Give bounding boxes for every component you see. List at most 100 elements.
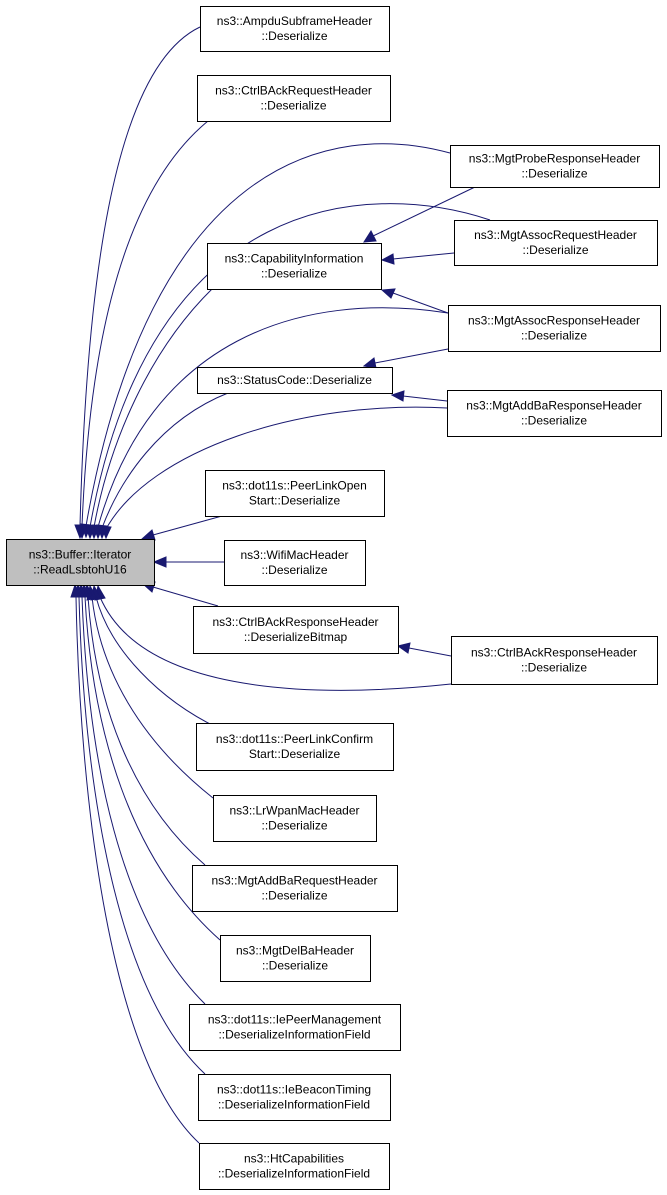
node-box [6,539,155,586]
node-label-line: ns3::MgtAssocRequestHeader [474,228,637,242]
node-ctrlbareq[interactable]: ns3::CtrlBAckRequestHeader::Deserialize [197,75,391,122]
node-label-line: ns3::StatusCode::Deserialize [217,373,372,387]
node-mgtaddbareq[interactable]: ns3::MgtAddBaRequestHeader::Deserialize [192,865,398,912]
node-label-line: ns3::MgtAddBaRequestHeader [211,874,377,888]
edge-line [152,586,219,607]
node-statuscode[interactable]: ns3::StatusCode::Deserialize [197,367,393,394]
node-label-line: ns3::dot11s::PeerLinkOpen [222,479,367,493]
node-label-line: ns3::MgtProbeResponseHeader [469,152,640,166]
node-box [198,1074,391,1121]
edge-ctrlbaresp-to-ctrlbaresp_bitmap [396,642,452,657]
node-label-line: ns3::Buffer::Iterator [29,548,132,562]
edge-line [408,647,452,657]
node-label-line: ns3::MgtAddBaResponseHeader [466,399,641,413]
node-box [205,470,385,517]
node-label-line: ns3::dot11s::IeBeaconTiming [217,1083,371,1097]
node-box [189,1004,401,1051]
node-mgtassocresp[interactable]: ns3::MgtAssocResponseHeader::Deserialize [448,305,661,352]
node-label-line: ns3::AmpduSubframeHeader [217,14,372,28]
node-box [197,75,391,122]
node-iepeer[interactable]: ns3::dot11s::IePeerManagement::Deseriali… [189,1004,401,1051]
node-wifimac[interactable]: ns3::WifiMacHeader::Deserialize [224,540,366,586]
edge-line [374,348,449,364]
node-mgtassocreq[interactable]: ns3::MgtAssocRequestHeader::Deserialize [454,220,658,266]
edge-line [402,395,448,402]
node-box [220,935,371,982]
node-plconfirm[interactable]: ns3::dot11s::PeerLinkConfirmStart::Deser… [196,723,394,771]
node-label-line: ::Deserialize [521,414,587,428]
arrow-head-icon [140,529,156,541]
node-label-line: ::DeserializeInformationField [218,1028,370,1042]
node-capinfo[interactable]: ns3::CapabilityInformation::Deserialize [207,243,382,290]
edge-mgtaddbaresp-to-root [100,406,448,540]
node-label-line: ::Deserialize [261,563,327,577]
edge-mgtaddbareq-to-root [82,583,206,866]
edge-line [91,596,214,799]
edge-line [75,596,200,1144]
edge-line [78,596,206,1075]
node-ampdu[interactable]: ns3::AmpduSubframeHeader::Deserialize [200,6,390,52]
node-ctrlbaresp_bitmap[interactable]: ns3::CtrlBAckResponseHeader::Deserialize… [193,606,399,654]
node-label-line: ::Deserialize [261,889,327,903]
edge-mgtassocresp-to-capinfo [380,288,449,314]
node-mgtprobe[interactable]: ns3::MgtProbeResponseHeader::Deserialize [450,145,660,188]
node-box [200,6,390,52]
node-label-line: ns3::HtCapabilities [244,1152,344,1166]
arrow-head-icon [362,357,377,369]
node-label-line: ::ReadLsbtohU16 [33,563,127,577]
node-box [224,540,366,586]
node-label-line: ns3::dot11s::PeerLinkConfirm [216,732,373,746]
edge-ampdu-to-root [74,26,201,540]
nodes: ns3::Buffer::Iterator::ReadLsbtohU16ns3:… [6,6,662,1190]
node-htcap[interactable]: ns3::HtCapabilities::DeserializeInformat… [199,1143,390,1190]
edge-line [85,143,451,527]
edge-line [87,596,206,866]
node-plopen[interactable]: ns3::dot11s::PeerLinkOpenStart::Deserial… [205,470,385,517]
node-box [192,865,398,912]
node-mgtaddbaresp[interactable]: ns3::MgtAddBaResponseHeader::Deserialize [447,390,662,437]
node-label-line: ::DeserializeBitmap [244,630,348,644]
edges [70,26,491,1144]
edge-mgtassocreq-to-capinfo [380,252,455,265]
arrow-head-icon [390,390,405,402]
node-label-line: ns3::MgtAssocResponseHeader [468,314,640,328]
node-root[interactable]: ns3::Buffer::Iterator::ReadLsbtohU16 [6,539,155,586]
node-label-line: ::Deserialize [261,29,327,43]
node-label-line: ::Deserialize [521,167,587,181]
edge-line [97,307,449,528]
node-label-line: ::Deserialize [521,329,587,343]
arrow-head-icon [380,253,395,265]
node-label-line: ::DeserializeInformationField [218,1167,370,1181]
node-mgtdelba[interactable]: ns3::MgtDelBaHeader::Deserialize [220,935,371,982]
node-box [197,367,393,394]
node-box [207,243,382,290]
edge-plopen-to-root [140,515,223,541]
node-label-line: ::Deserialize [521,661,587,675]
edge-line [99,596,452,691]
node-box [193,606,399,654]
edge-mgtaddbaresp-to-statuscode [390,390,448,402]
edge-htcap-to-root [70,583,200,1144]
node-label-line: ns3::dot11s::IePeerManagement [208,1013,382,1027]
node-label-line: ns3::CapabilityInformation [225,252,364,266]
edge-line [84,596,221,941]
edge-iebeacon-to-root [73,583,206,1075]
node-label-line: Start::Deserialize [249,494,341,508]
edge-line [392,252,455,260]
node-box [454,220,658,266]
node-label-line: Start::Deserialize [249,747,341,761]
node-iebeacon[interactable]: ns3::dot11s::IeBeaconTiming::Deserialize… [198,1074,391,1121]
node-label-line: ns3::LrWpanMacHeader [229,804,359,818]
edge-line [101,392,229,529]
node-label-line: ::Deserialize [261,819,327,833]
edge-mgtassocresp-to-statuscode [362,348,449,369]
edge-capinfo-to-root [88,288,213,540]
node-label-line: ::Deserialize [261,267,327,281]
node-box [196,723,394,771]
node-ctrlbaresp[interactable]: ns3::CtrlBAckResponseHeader::Deserialize [451,636,658,685]
edge-mgtprobe-to-capinfo [363,186,476,243]
edge-wifimac-to-root [152,556,224,568]
node-lrwpan[interactable]: ns3::LrWpanMacHeader::Deserialize [213,795,377,842]
edge-line [95,596,219,729]
